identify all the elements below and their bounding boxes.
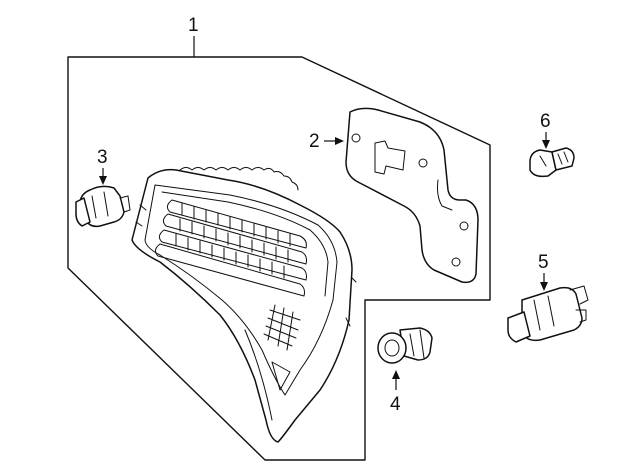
callout-2[interactable]: 2 — [309, 131, 344, 152]
assembly-outline — [67, 56, 491, 461]
callout-6-arrowhead — [542, 140, 550, 149]
callout-3-arrowhead — [99, 176, 107, 185]
lamp-assembly-part — [131, 167, 357, 443]
led-rows — [154, 199, 307, 297]
bracket-hole-2 — [418, 158, 428, 168]
callout-1[interactable]: 1 — [188, 15, 199, 57]
callout-5[interactable]: 5 — [538, 252, 549, 291]
callout-6-label: 6 — [540, 111, 551, 132]
bracket-hole-4 — [451, 257, 461, 267]
callout-1-label: 1 — [188, 15, 199, 36]
callout-3[interactable]: 3 — [97, 147, 108, 185]
bracket-hole-1 — [351, 133, 361, 143]
callout-4-label: 4 — [390, 394, 401, 415]
callout-2-arrowhead — [335, 137, 344, 145]
callout-4[interactable]: 4 — [390, 370, 401, 415]
callout-3-label: 3 — [97, 147, 108, 168]
bulb-part — [529, 147, 575, 178]
callout-2-label: 2 — [309, 131, 320, 152]
callout-6[interactable]: 6 — [540, 111, 551, 149]
callout-5-label: 5 — [538, 252, 549, 273]
bracket-part — [345, 107, 479, 284]
grommet-head — [377, 332, 407, 364]
callout-4-arrowhead — [392, 370, 400, 379]
bracket-hole-3 — [459, 221, 469, 231]
grommet-part — [377, 327, 433, 364]
wire-socket-part — [507, 285, 589, 343]
callout-5-arrowhead — [540, 282, 548, 291]
socket-part — [75, 185, 131, 228]
